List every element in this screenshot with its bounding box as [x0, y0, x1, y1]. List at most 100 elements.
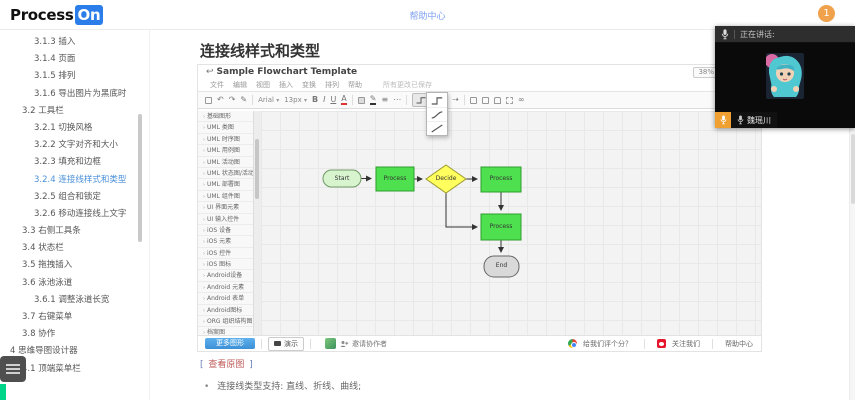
shape-category[interactable]: ›UML 状态图/活动图: [198, 168, 253, 180]
flow-node-start[interactable]: Start: [334, 175, 350, 182]
page-scrollbar-thumb[interactable]: [851, 134, 855, 204]
shape-category[interactable]: ›UML 时序图: [198, 134, 253, 146]
lock-icon[interactable]: [493, 96, 501, 104]
line-width-icon[interactable]: ≡: [381, 95, 389, 104]
shape-category[interactable]: ›基础图形: [198, 111, 253, 123]
flow-node-end[interactable]: End: [495, 262, 508, 269]
toc-item[interactable]: 3.1.3 插入: [34, 37, 76, 47]
italic-button[interactable]: I: [323, 95, 326, 104]
font-color-button[interactable]: A: [341, 94, 347, 105]
toc-item[interactable]: 3.2.1 切换风格: [34, 122, 93, 133]
menu-arrange[interactable]: 排列: [325, 81, 339, 89]
shape-category[interactable]: ›iOS 控件: [198, 248, 253, 260]
flow-node-process3[interactable]: Process: [489, 223, 513, 230]
line-type-curve[interactable]: [427, 107, 447, 121]
shape-category[interactable]: ›iOS 图标: [198, 259, 253, 271]
menu-transform[interactable]: 变换: [302, 81, 316, 89]
bullet-dot: •: [204, 382, 210, 392]
format-painter-icon[interactable]: [205, 96, 212, 104]
shape-category[interactable]: ›UI 输入控件: [198, 214, 253, 225]
shape-category[interactable]: ›iOS 元素: [198, 236, 253, 248]
shape-category[interactable]: ›UI 界面元素: [198, 202, 253, 214]
help-center-footer-link[interactable]: 帮助中心: [725, 339, 753, 348]
line-dash-icon[interactable]: ⋯: [393, 95, 402, 104]
more-shapes-button[interactable]: 更多图形: [205, 338, 255, 349]
font-family-select[interactable]: Arial ▾: [258, 96, 280, 104]
menu-help[interactable]: 帮助: [348, 81, 362, 89]
line-type-straight[interactable]: [427, 121, 447, 135]
flow-node-process2[interactable]: Process: [489, 175, 513, 182]
toc-item-active[interactable]: 3.2.4 连接线样式和类型: [34, 174, 127, 185]
shape-library-panel: ›基础图形 ›UML 类图 ›UML 时序图 ›UML 用例图 ›UML 活动图…: [198, 111, 254, 339]
toc-item[interactable]: 3.8 协作: [22, 329, 56, 340]
bullet-note: • 连接线类型支持: 直线、折线、曲线;: [204, 382, 362, 392]
undo-icon[interactable]: ↶: [217, 95, 224, 104]
bold-button[interactable]: B: [311, 95, 319, 104]
panel-scrollbar-thumb[interactable]: [255, 139, 259, 199]
underline-button[interactable]: U: [330, 95, 337, 104]
shape-category[interactable]: ›UML 类图: [198, 122, 253, 134]
shape-category[interactable]: ›Android 元素: [198, 282, 253, 294]
shape-category[interactable]: ›ORG 组织结构图: [198, 316, 253, 328]
line-type-elbow[interactable]: [427, 93, 447, 107]
toc-toggle-button[interactable]: [0, 356, 26, 382]
toc-item[interactable]: 3.1.4 页面: [34, 54, 76, 65]
flowchart-canvas[interactable]: Start Process Decide Process Process End: [261, 111, 761, 335]
toc-item[interactable]: 3.4 状态栏: [22, 243, 64, 254]
ungroup-icon[interactable]: [481, 96, 489, 104]
present-button[interactable]: 演示: [268, 336, 304, 351]
shape-category[interactable]: ›Android设备: [198, 270, 253, 282]
group-icon[interactable]: [469, 96, 477, 104]
rate-us-link[interactable]: 给我们评个分？: [583, 339, 632, 348]
invite-collaborator-button[interactable]: 邀请协作者: [340, 339, 387, 349]
arrow-style-icon[interactable]: ⇢: [452, 95, 459, 104]
shape-category[interactable]: ›Android 表单: [198, 293, 253, 305]
shape-category[interactable]: ›iOS 设备: [198, 225, 253, 237]
back-arrow-icon[interactable]: ↩: [206, 67, 214, 77]
toc-item[interactable]: 4 思维导图设计器: [10, 346, 78, 357]
line-type-popup: [426, 92, 448, 136]
toc-item[interactable]: 3.2.3 填充和边框: [34, 157, 101, 168]
toc-item[interactable]: 3.1.6 导出图片为黑底时: [34, 88, 127, 99]
toc-item[interactable]: 3.6.1 调整泳道长宽: [34, 294, 110, 305]
follow-us-link[interactable]: 关注我们: [672, 339, 700, 348]
call-video-area[interactable]: 魏瑶川: [715, 43, 855, 128]
menu-file[interactable]: 文件: [210, 81, 224, 89]
toc-item[interactable]: 3.1.5 排列: [34, 71, 76, 82]
toc-item[interactable]: 3.2 工具栏: [22, 105, 64, 116]
collaborator-avatar[interactable]: [325, 338, 336, 349]
toc-item[interactable]: 3.5 拖拽插入: [22, 260, 73, 271]
shape-category[interactable]: ›UML 组件图: [198, 191, 253, 203]
line-color-icon[interactable]: ✎: [369, 94, 377, 105]
notification-badge[interactable]: 1: [818, 5, 835, 22]
redo-icon[interactable]: ↷: [228, 95, 236, 104]
style-picker-icon[interactable]: ✎: [240, 95, 248, 104]
toc-item[interactable]: 3.2.6 移动连接线上文字: [34, 208, 127, 219]
sidebar-scrollbar[interactable]: [138, 114, 142, 242]
flow-node-decide[interactable]: Decide: [435, 175, 457, 182]
unlock-icon[interactable]: [505, 96, 513, 104]
menu-view[interactable]: 视图: [256, 81, 270, 89]
microphone-icon: [720, 115, 726, 125]
microphone-icon: [737, 115, 744, 125]
view-original-link[interactable]: [ 查看原图 ]: [200, 360, 253, 370]
toc-item[interactable]: 3.2.5 组合和锁定: [34, 191, 101, 202]
help-center-link[interactable]: 帮助中心: [409, 12, 446, 22]
toc-item[interactable]: 3.2.2 文字对齐和大小: [34, 140, 118, 151]
page-scrollbar[interactable]: [849, 128, 855, 400]
shape-category[interactable]: ›UML 部署图: [198, 179, 253, 191]
toc-item[interactable]: 3.3 右侧工具条: [22, 226, 81, 237]
menu-insert[interactable]: 插入: [279, 81, 293, 89]
shape-category[interactable]: ›Android图标: [198, 305, 253, 317]
toc-item[interactable]: 3.7 右键菜单: [22, 312, 73, 322]
fill-color-icon[interactable]: [357, 96, 365, 104]
toc-item[interactable]: 4.1 顶端菜单栏: [22, 363, 81, 374]
shape-category[interactable]: ›UML 用例图: [198, 145, 253, 157]
menu-edit[interactable]: 编辑: [233, 81, 247, 89]
hyperlink-icon[interactable]: ∞: [517, 95, 525, 104]
processon-logo[interactable]: Process On: [10, 5, 104, 25]
shape-category[interactable]: ›UML 活动图: [198, 157, 253, 168]
flow-node-process1[interactable]: Process: [383, 175, 407, 182]
toc-item[interactable]: 3.6 泳池泳道: [22, 277, 73, 288]
font-size-select[interactable]: 13px ▾: [284, 96, 307, 104]
